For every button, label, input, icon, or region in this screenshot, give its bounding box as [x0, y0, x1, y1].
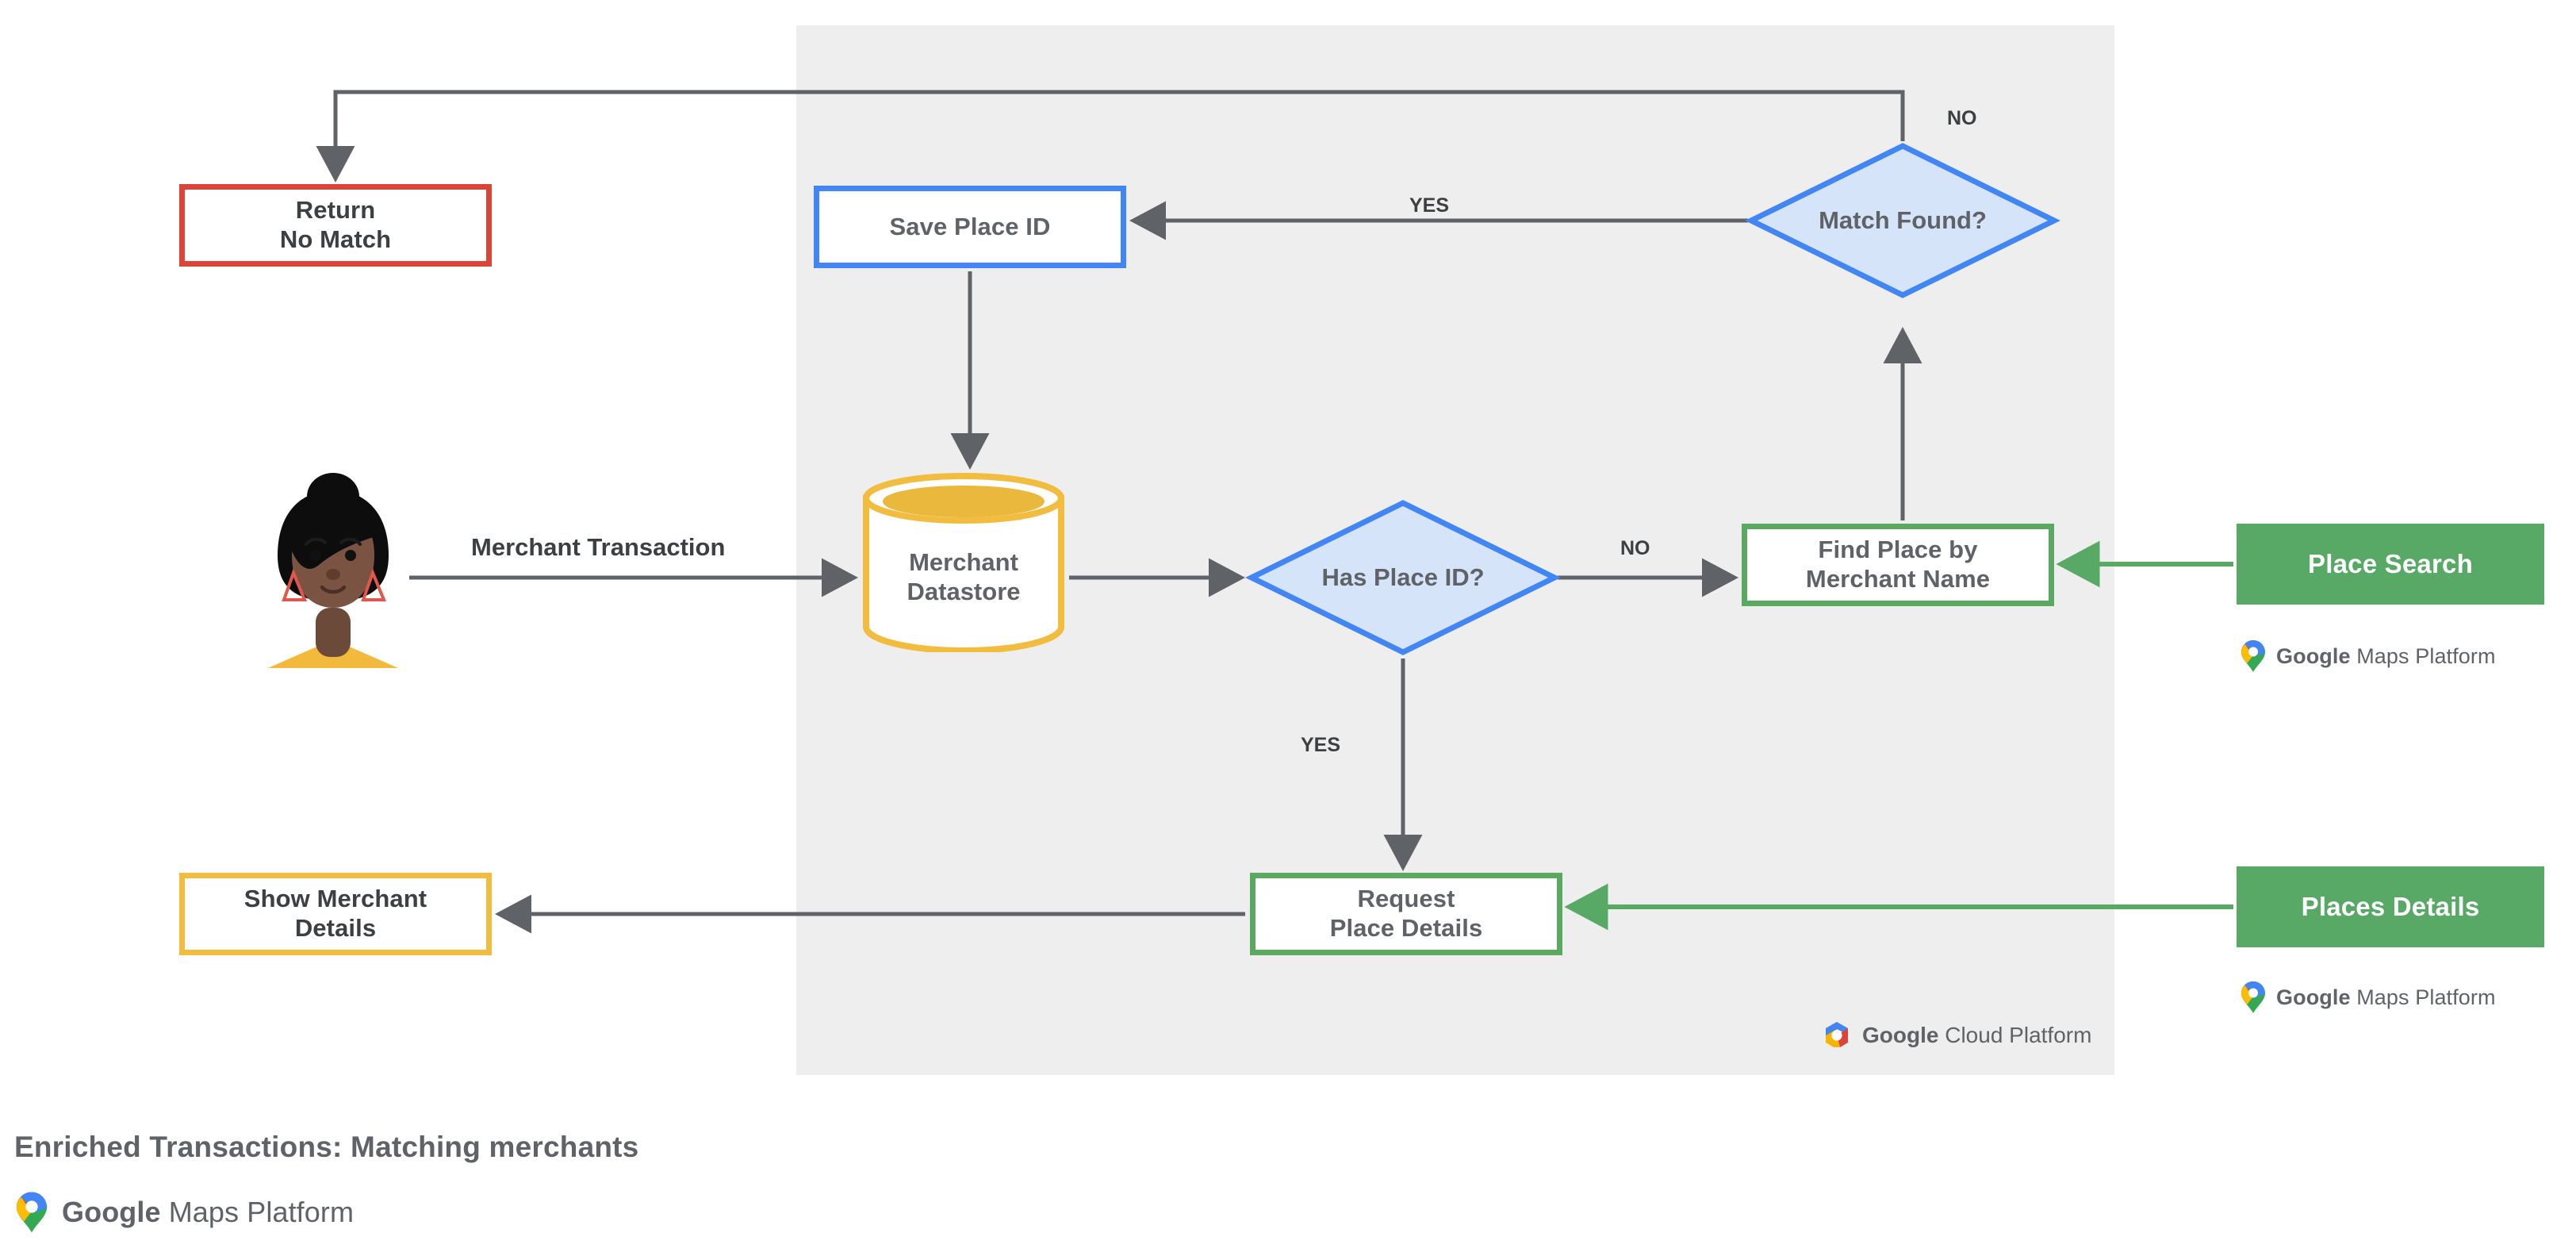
cloud-hexagon-icon	[1826, 1022, 1848, 1047]
footer-attribution-text: Google Maps Platform	[62, 1196, 355, 1228]
node-merchant-datastore-line2: Datastore	[907, 578, 1021, 605]
node-show-merchant-details-line1: Show Merchant	[243, 885, 427, 913]
node-find-place-by-merchant-name[interactable]: Find Place by Merchant Name	[1742, 524, 2054, 606]
attribution-google-cloud-platform: Google Cloud Platform	[1821, 1020, 2091, 1051]
node-find-place-line2: Merchant Name	[1805, 565, 1991, 593]
node-show-merchant-details[interactable]: Show Merchant Details	[179, 873, 492, 955]
product-chip-places-details[interactable]: Places Details	[2237, 866, 2544, 947]
node-save-place-id-label: Save Place ID	[889, 212, 1051, 240]
maps-pin-icon	[2241, 981, 2265, 1013]
attribution-places-details-text: Google Maps Platform	[2276, 985, 2496, 1009]
edge-label-has-place-id-yes: YES	[1301, 734, 1341, 756]
node-save-place-id[interactable]: Save Place ID	[814, 186, 1126, 268]
diagram-caption: Enriched Transactions: Matching merchant…	[14, 1131, 639, 1163]
product-chip-places-details-label: Places Details	[2301, 892, 2480, 921]
node-return-no-match-line1: Return	[295, 196, 376, 225]
node-has-place-id-line1: Has	[1321, 563, 1367, 591]
node-merchant-datastore[interactable]: Merchant Datastore	[861, 473, 1066, 652]
product-chip-place-search-label: Place Search	[2308, 549, 2473, 578]
user-avatar-icon	[268, 473, 398, 668]
diamond-shape	[1245, 500, 1561, 655]
edge-label-match-found-no: NO	[1947, 107, 1977, 129]
attribution-google-cloud-platform-text: Google Cloud Platform	[1862, 1023, 2092, 1047]
node-match-found[interactable]: Match Found?	[1745, 143, 2060, 298]
node-return-no-match-line2: No Match	[279, 225, 392, 253]
edge-label-has-place-id-no: NO	[1620, 537, 1650, 559]
node-has-place-id[interactable]: Has Place ID?	[1245, 500, 1561, 655]
node-return-no-match[interactable]: Return No Match	[179, 184, 492, 267]
attribution-place-search: Google Maps Platform	[2240, 639, 2496, 674]
edge-label-merchant-transaction: Merchant Transaction	[471, 533, 726, 561]
node-request-place-details-line2: Place Details	[1329, 914, 1483, 942]
diamond-shape	[1745, 143, 2060, 298]
node-match-found-line2: Found?	[1896, 205, 1987, 234]
edge-label-match-found-yes: YES	[1409, 194, 1450, 217]
user-avatar	[262, 467, 404, 681]
cylinder-shape	[863, 473, 1064, 652]
attribution-places-details: Google Maps Platform	[2240, 980, 2496, 1015]
node-match-found-line1: Match	[1819, 205, 1890, 234]
maps-pin-icon	[16, 1192, 48, 1233]
node-has-place-id-line2: Place ID?	[1373, 563, 1485, 591]
maps-pin-icon	[2241, 640, 2265, 672]
node-show-merchant-details-line2: Details	[294, 914, 377, 942]
product-chip-place-search[interactable]: Place Search	[2237, 524, 2544, 605]
node-request-place-details-line1: Request	[1357, 885, 1455, 913]
footer-attribution: Google Maps Platform	[14, 1190, 354, 1235]
attribution-place-search-text: Google Maps Platform	[2276, 643, 2496, 668]
node-request-place-details[interactable]: Request Place Details	[1250, 873, 1562, 955]
node-find-place-line1: Find Place by	[1818, 536, 1978, 564]
node-merchant-datastore-line1: Merchant	[909, 548, 1018, 577]
